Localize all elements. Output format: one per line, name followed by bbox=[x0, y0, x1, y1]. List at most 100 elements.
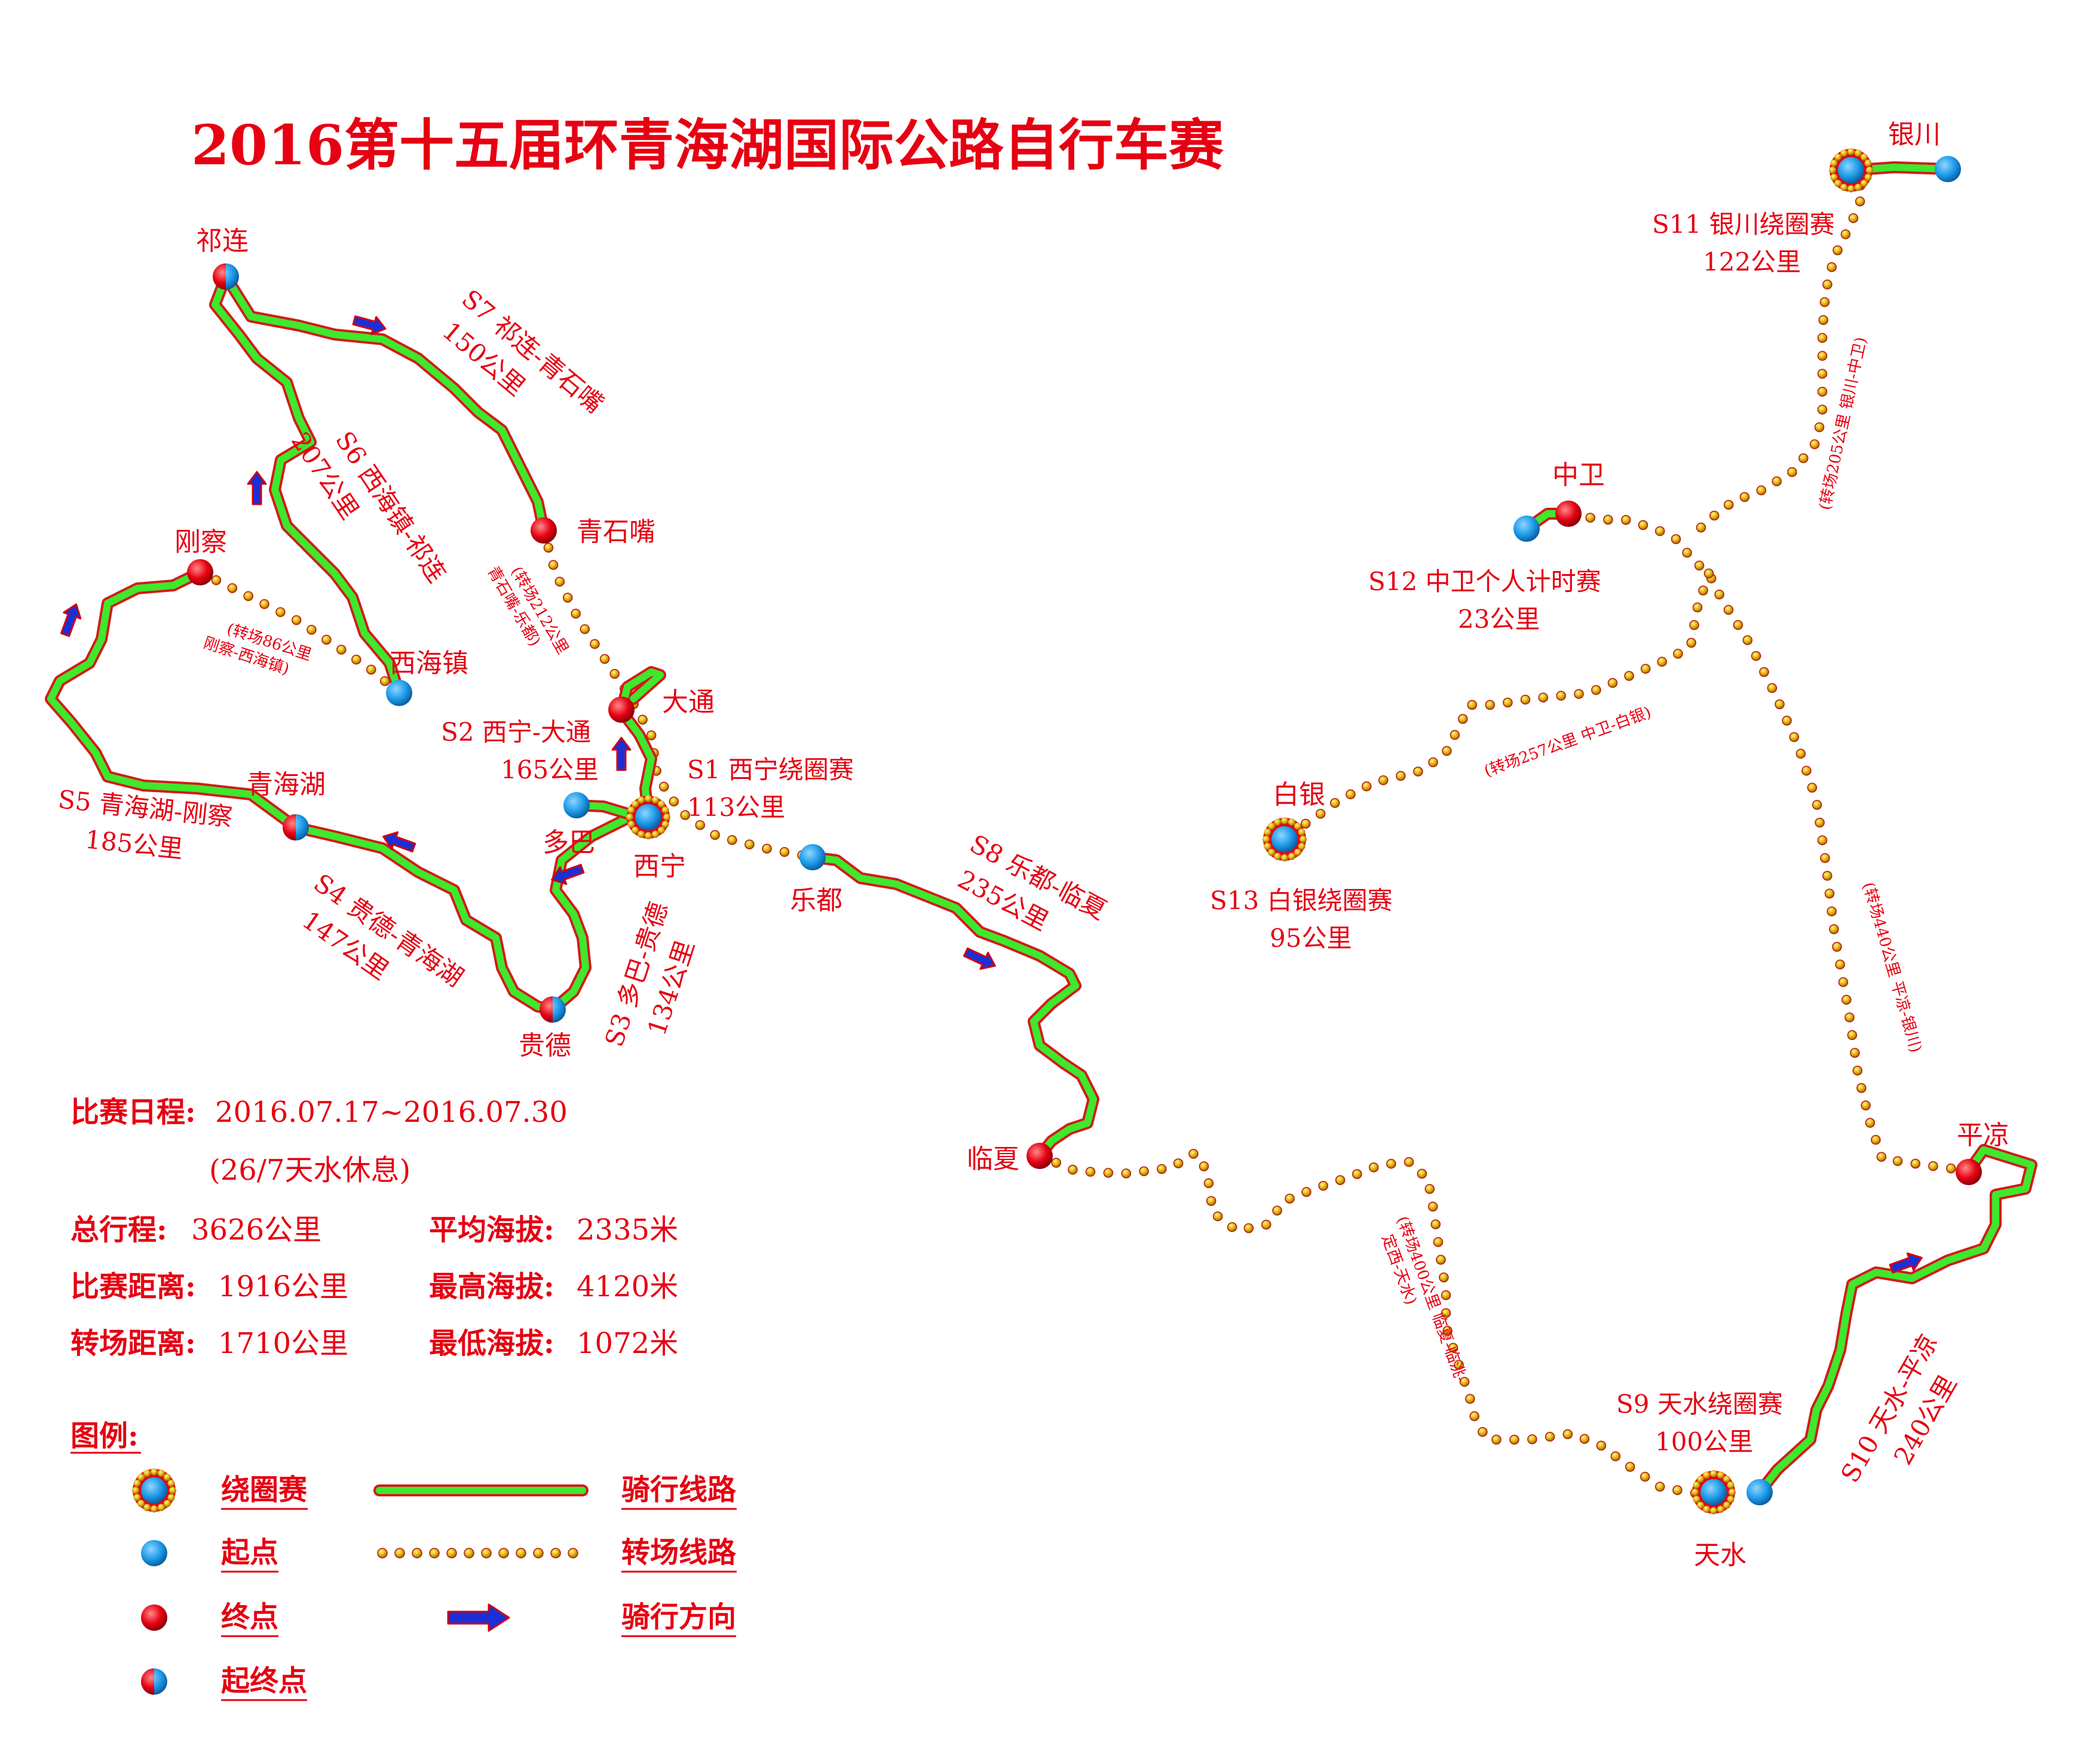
marker-pingliang bbox=[1956, 1159, 1982, 1185]
stage-s13: S13 白银绕圈赛 95公里 bbox=[1210, 886, 1393, 953]
legend-label-start-end: 起终点 bbox=[221, 1664, 307, 1698]
stage-s13-name: S13 白银绕圈赛 bbox=[1210, 886, 1393, 915]
legend-title: 图例: bbox=[71, 1419, 139, 1453]
stage-s2-name: S2 西宁-大通 bbox=[441, 717, 591, 747]
marker-linxia bbox=[1026, 1143, 1053, 1169]
legend-label-riding-direction: 骑行方向 bbox=[621, 1600, 736, 1634]
schedule-value: 2016.07.17~2016.07.30 bbox=[215, 1096, 568, 1129]
stage-s2-dist: 165公里 bbox=[501, 755, 599, 784]
marker-yinchuan bbox=[1829, 148, 1873, 192]
city-label-xihaizhen: 西海镇 bbox=[390, 648, 468, 679]
marker-qilian bbox=[213, 263, 239, 290]
city-label-qinghaihu: 青海湖 bbox=[247, 769, 326, 800]
stage-s13-dist: 95公里 bbox=[1270, 924, 1352, 953]
stage-s11-name: S11 银川绕圈赛 bbox=[1652, 210, 1835, 239]
stage-s11: S11 银川绕圈赛 122公里 bbox=[1652, 210, 1835, 277]
stage-s1-dist: 113公里 bbox=[687, 793, 785, 822]
city-label-tianshui: 天水 bbox=[1694, 1540, 1746, 1570]
route-s3 bbox=[547, 809, 639, 1016]
stage-s8: S8 乐都-临夏 235公里 bbox=[953, 829, 1111, 937]
marker-xining bbox=[626, 795, 670, 839]
legend-label-transfer-route: 转场线路 bbox=[621, 1536, 737, 1569]
schedule-label: 比赛日程: bbox=[71, 1096, 196, 1129]
city-label-ledu: 乐都 bbox=[790, 885, 842, 916]
legend-end-icon bbox=[141, 1605, 167, 1631]
direction-arrows bbox=[60, 315, 1923, 1274]
legend-label-start: 起点 bbox=[221, 1536, 278, 1569]
total-value: 3626公里 bbox=[191, 1213, 321, 1247]
race-label: 比赛距离: bbox=[71, 1270, 196, 1303]
city-label-datong: 大通 bbox=[662, 687, 715, 717]
min-altitude-label: 最低海拔: bbox=[429, 1327, 554, 1360]
legend-start-end-icon bbox=[141, 1668, 167, 1695]
route-s10 bbox=[1754, 1144, 2037, 1498]
stage-s4: S4 贵德-青海湖 147公里 bbox=[297, 868, 468, 992]
legend-circuit-icon bbox=[132, 1468, 176, 1513]
marker-tianshui-start bbox=[1746, 1479, 1773, 1505]
transfer-label-linxia-tianshui: (转场400公里 临夏-临洮- 定西-天水) bbox=[1378, 1214, 1470, 1385]
stage-s3: S3 多巴-贵德 134公里 bbox=[599, 898, 700, 1050]
marker-datong bbox=[608, 697, 635, 723]
marker-baiyin bbox=[1262, 817, 1307, 861]
max-altitude-value: 4120米 bbox=[577, 1270, 678, 1303]
marker-ledu bbox=[799, 844, 826, 870]
city-label-qilian: 祁连 bbox=[196, 226, 249, 256]
legend-start-icon bbox=[141, 1540, 167, 1566]
city-label-baiyin: 白银 bbox=[1273, 780, 1325, 810]
arrow-s3 bbox=[551, 864, 585, 885]
marker-yinchuan-start bbox=[1935, 156, 1961, 182]
marker-qinghaihu bbox=[283, 814, 309, 840]
transfer-value: 1710公里 bbox=[218, 1327, 348, 1360]
transfer-label-zhongwei-baiyin-text: (转场257公里 中卫-白银) bbox=[1482, 704, 1653, 781]
transfer-label: 转场距离: bbox=[71, 1327, 196, 1360]
city-label-zhongwei: 中卫 bbox=[1552, 460, 1605, 490]
stage-s12: S12 中卫个人计时赛 23公里 bbox=[1368, 567, 1601, 634]
route-s5 bbox=[45, 566, 302, 833]
rest-note: (26/7天水休息) bbox=[209, 1153, 410, 1187]
marker-guide bbox=[540, 996, 566, 1023]
city-label-yinchuan: 银川 bbox=[1888, 119, 1941, 150]
stage-s7: S7 祁连-青石嘴 150公里 bbox=[437, 284, 609, 419]
city-label-pingliang: 平凉 bbox=[1957, 1120, 2009, 1151]
arrow-s2 bbox=[611, 737, 632, 771]
transfer-label-pingliang-yinchuan-text: (转场440公里 平凉-银川) bbox=[1859, 881, 1925, 1055]
arrow-s5 bbox=[60, 603, 82, 637]
transfer-label-pingliang-yinchuan: (转场440公里 平凉-银川) bbox=[1859, 881, 1925, 1055]
stage-s12-name: S12 中卫个人计时赛 bbox=[1368, 567, 1601, 596]
legend-transfer-route-swatch bbox=[377, 1548, 578, 1559]
avg-altitude-label: 平均海拔: bbox=[429, 1213, 554, 1247]
arrow-s8 bbox=[963, 947, 996, 970]
stage-s1-name: S1 西宁绕圈赛 bbox=[687, 755, 854, 784]
marker-tianshui bbox=[1691, 1470, 1736, 1514]
stage-s5-dist: 185公里 bbox=[84, 824, 184, 864]
marker-xihaizhen bbox=[386, 680, 412, 706]
marker-zhongwei bbox=[1555, 501, 1582, 527]
avg-altitude-value: 2335米 bbox=[577, 1213, 678, 1247]
marker-gangcha bbox=[187, 559, 213, 585]
route-s2-tail bbox=[615, 666, 666, 717]
transfer-routes bbox=[195, 165, 1974, 1498]
route-s7 bbox=[220, 271, 550, 536]
route-s4 bbox=[290, 821, 559, 1016]
stage-s11-dist: 122公里 bbox=[1703, 247, 1801, 277]
transfer-linxia-tianshui bbox=[1034, 1149, 1718, 1498]
map-title: 2016第十五届环青海湖国际公路自行车赛 bbox=[191, 113, 1224, 177]
route-s8 bbox=[807, 851, 1099, 1162]
info-block: 比赛日程: 2016.07.17~2016.07.30 (26/7天水休息) 总… bbox=[71, 1096, 678, 1360]
city-label-qingshizui: 青石嘴 bbox=[577, 517, 655, 547]
transfer-label-zhongwei-baiyin: (转场257公里 中卫-白银) bbox=[1482, 704, 1653, 781]
city-label-xining: 西宁 bbox=[633, 851, 686, 882]
max-altitude-label: 最高海拔: bbox=[429, 1270, 554, 1303]
transfer-label-yinchuan-zhongwei: (转场205公里 银川-中卫) bbox=[1816, 336, 1871, 512]
marker-zhongwei-start bbox=[1513, 516, 1540, 542]
legend-label-riding-route: 骑行线路 bbox=[621, 1473, 737, 1507]
legend-symbols bbox=[132, 1468, 589, 1695]
legend: 图例: 绕圈赛 起点 终点 起终点 骑行线路 转场线路 骑行方向 bbox=[71, 1419, 737, 1701]
marker-duoba bbox=[563, 792, 590, 818]
route-s6 bbox=[209, 271, 405, 699]
stage-s9: S9 天水绕圈赛 100公里 bbox=[1616, 1389, 1783, 1456]
stage-s12-dist: 23公里 bbox=[1458, 605, 1540, 634]
stage-s6: S6 西海镇-祁连 207公里 bbox=[286, 426, 452, 587]
city-markers bbox=[187, 148, 1982, 1514]
